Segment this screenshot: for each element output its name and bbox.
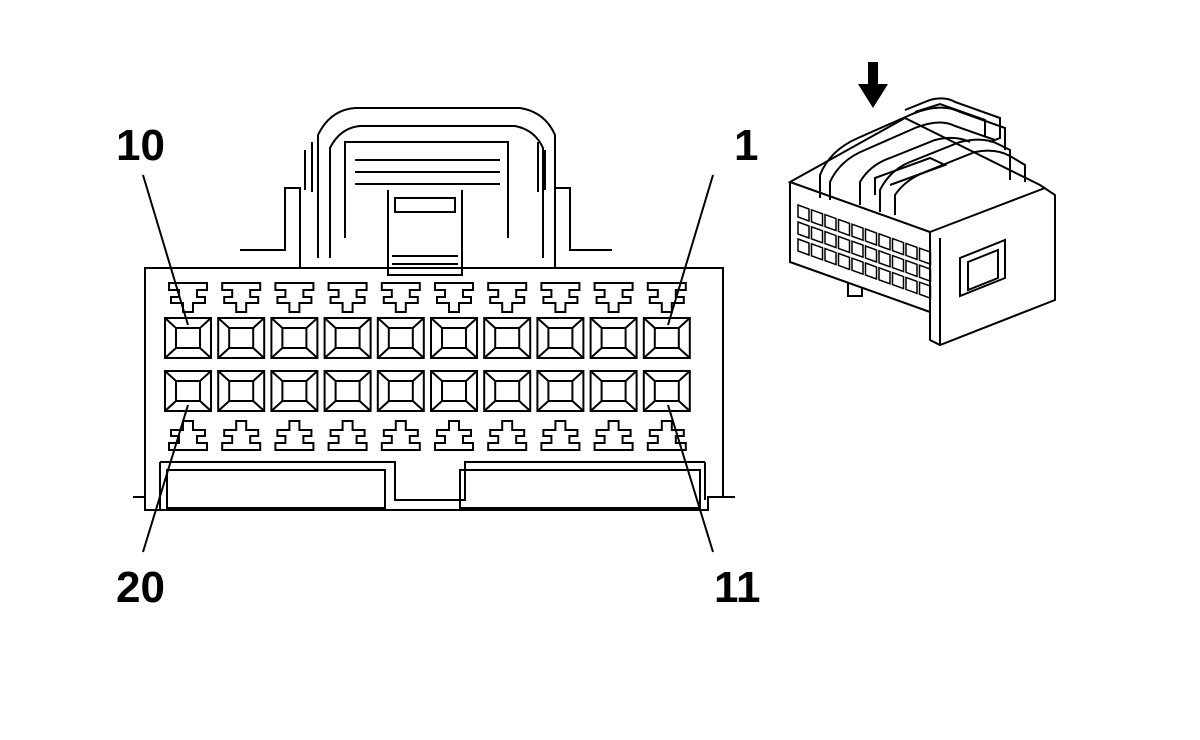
cavity-pin-12	[589, 370, 638, 451]
iso-cavity	[824, 247, 837, 266]
cavity-pin-16	[376, 370, 425, 451]
cavity-pin-8	[270, 282, 319, 359]
iso-cavity	[905, 276, 918, 295]
iso-cavity	[837, 235, 851, 254]
cavity-pin-17	[323, 370, 372, 451]
cavity-pin-7	[323, 282, 372, 359]
iso-cavity	[905, 259, 918, 278]
cavity-pin-10	[164, 282, 212, 359]
leader-line-pin-1	[667, 174, 714, 326]
iso-cavity	[797, 220, 810, 240]
cavity-pin-14	[483, 370, 532, 451]
cavity-pin-4	[483, 282, 532, 359]
iso-cavity	[824, 213, 837, 232]
iso-cavity	[864, 261, 878, 281]
iso-cavity	[878, 249, 891, 268]
pin-label-10: 10	[116, 121, 165, 170]
iso-cavity	[918, 281, 932, 300]
iso-cavity	[891, 237, 905, 256]
cavity-pin-2	[589, 282, 638, 359]
iso-cavity	[851, 223, 864, 242]
connector-guide-rails	[133, 461, 735, 510]
iso-cavity	[891, 254, 905, 273]
iso-cavity	[905, 242, 918, 261]
pin-label-20: 20	[116, 563, 165, 612]
iso-cavity	[878, 232, 891, 251]
cavity-pin-20	[164, 370, 212, 451]
iso-cavity	[837, 252, 851, 271]
iso-cavity	[918, 264, 932, 283]
pin-label-11: 11	[714, 563, 761, 612]
iso-cavity	[797, 203, 810, 223]
cavity-pin-9	[217, 282, 266, 359]
iso-cavity	[864, 227, 878, 247]
leader-line-pin-11	[667, 404, 714, 553]
iso-cavity	[837, 218, 851, 237]
iso-cavity	[797, 237, 810, 257]
cavity-pin-18	[270, 370, 319, 451]
connector-isometric-icon	[787, 97, 1056, 347]
iso-cavity	[878, 266, 891, 285]
connector-housing	[144, 267, 724, 511]
cavity-pin-13	[536, 370, 585, 451]
iso-cavity	[851, 257, 864, 276]
pin-label-1: 1	[734, 121, 759, 170]
cavity-pin-19	[217, 370, 266, 451]
iso-cavity	[824, 230, 837, 249]
terminal-cavities	[164, 282, 691, 451]
down-arrow-icon	[858, 62, 888, 108]
cavity-pin-3	[536, 282, 585, 359]
cavity-pin-5	[430, 282, 478, 359]
leader-line-pin-20	[142, 404, 189, 553]
leader-lines	[142, 174, 714, 553]
iso-cavity	[891, 271, 905, 290]
iso-cavity	[864, 244, 878, 264]
iso-cavity	[810, 225, 824, 244]
cavity-pin-6	[376, 282, 425, 359]
iso-cavity	[810, 208, 824, 227]
iso-cavity	[851, 240, 864, 259]
cavity-pin-11	[642, 370, 691, 451]
cavity-pin-15	[430, 370, 478, 451]
leader-line-pin-10	[142, 174, 189, 326]
iso-cavity	[918, 247, 932, 266]
connector-latch	[240, 107, 612, 276]
cavity-pin-1	[642, 282, 691, 359]
iso-cavity	[810, 242, 824, 261]
